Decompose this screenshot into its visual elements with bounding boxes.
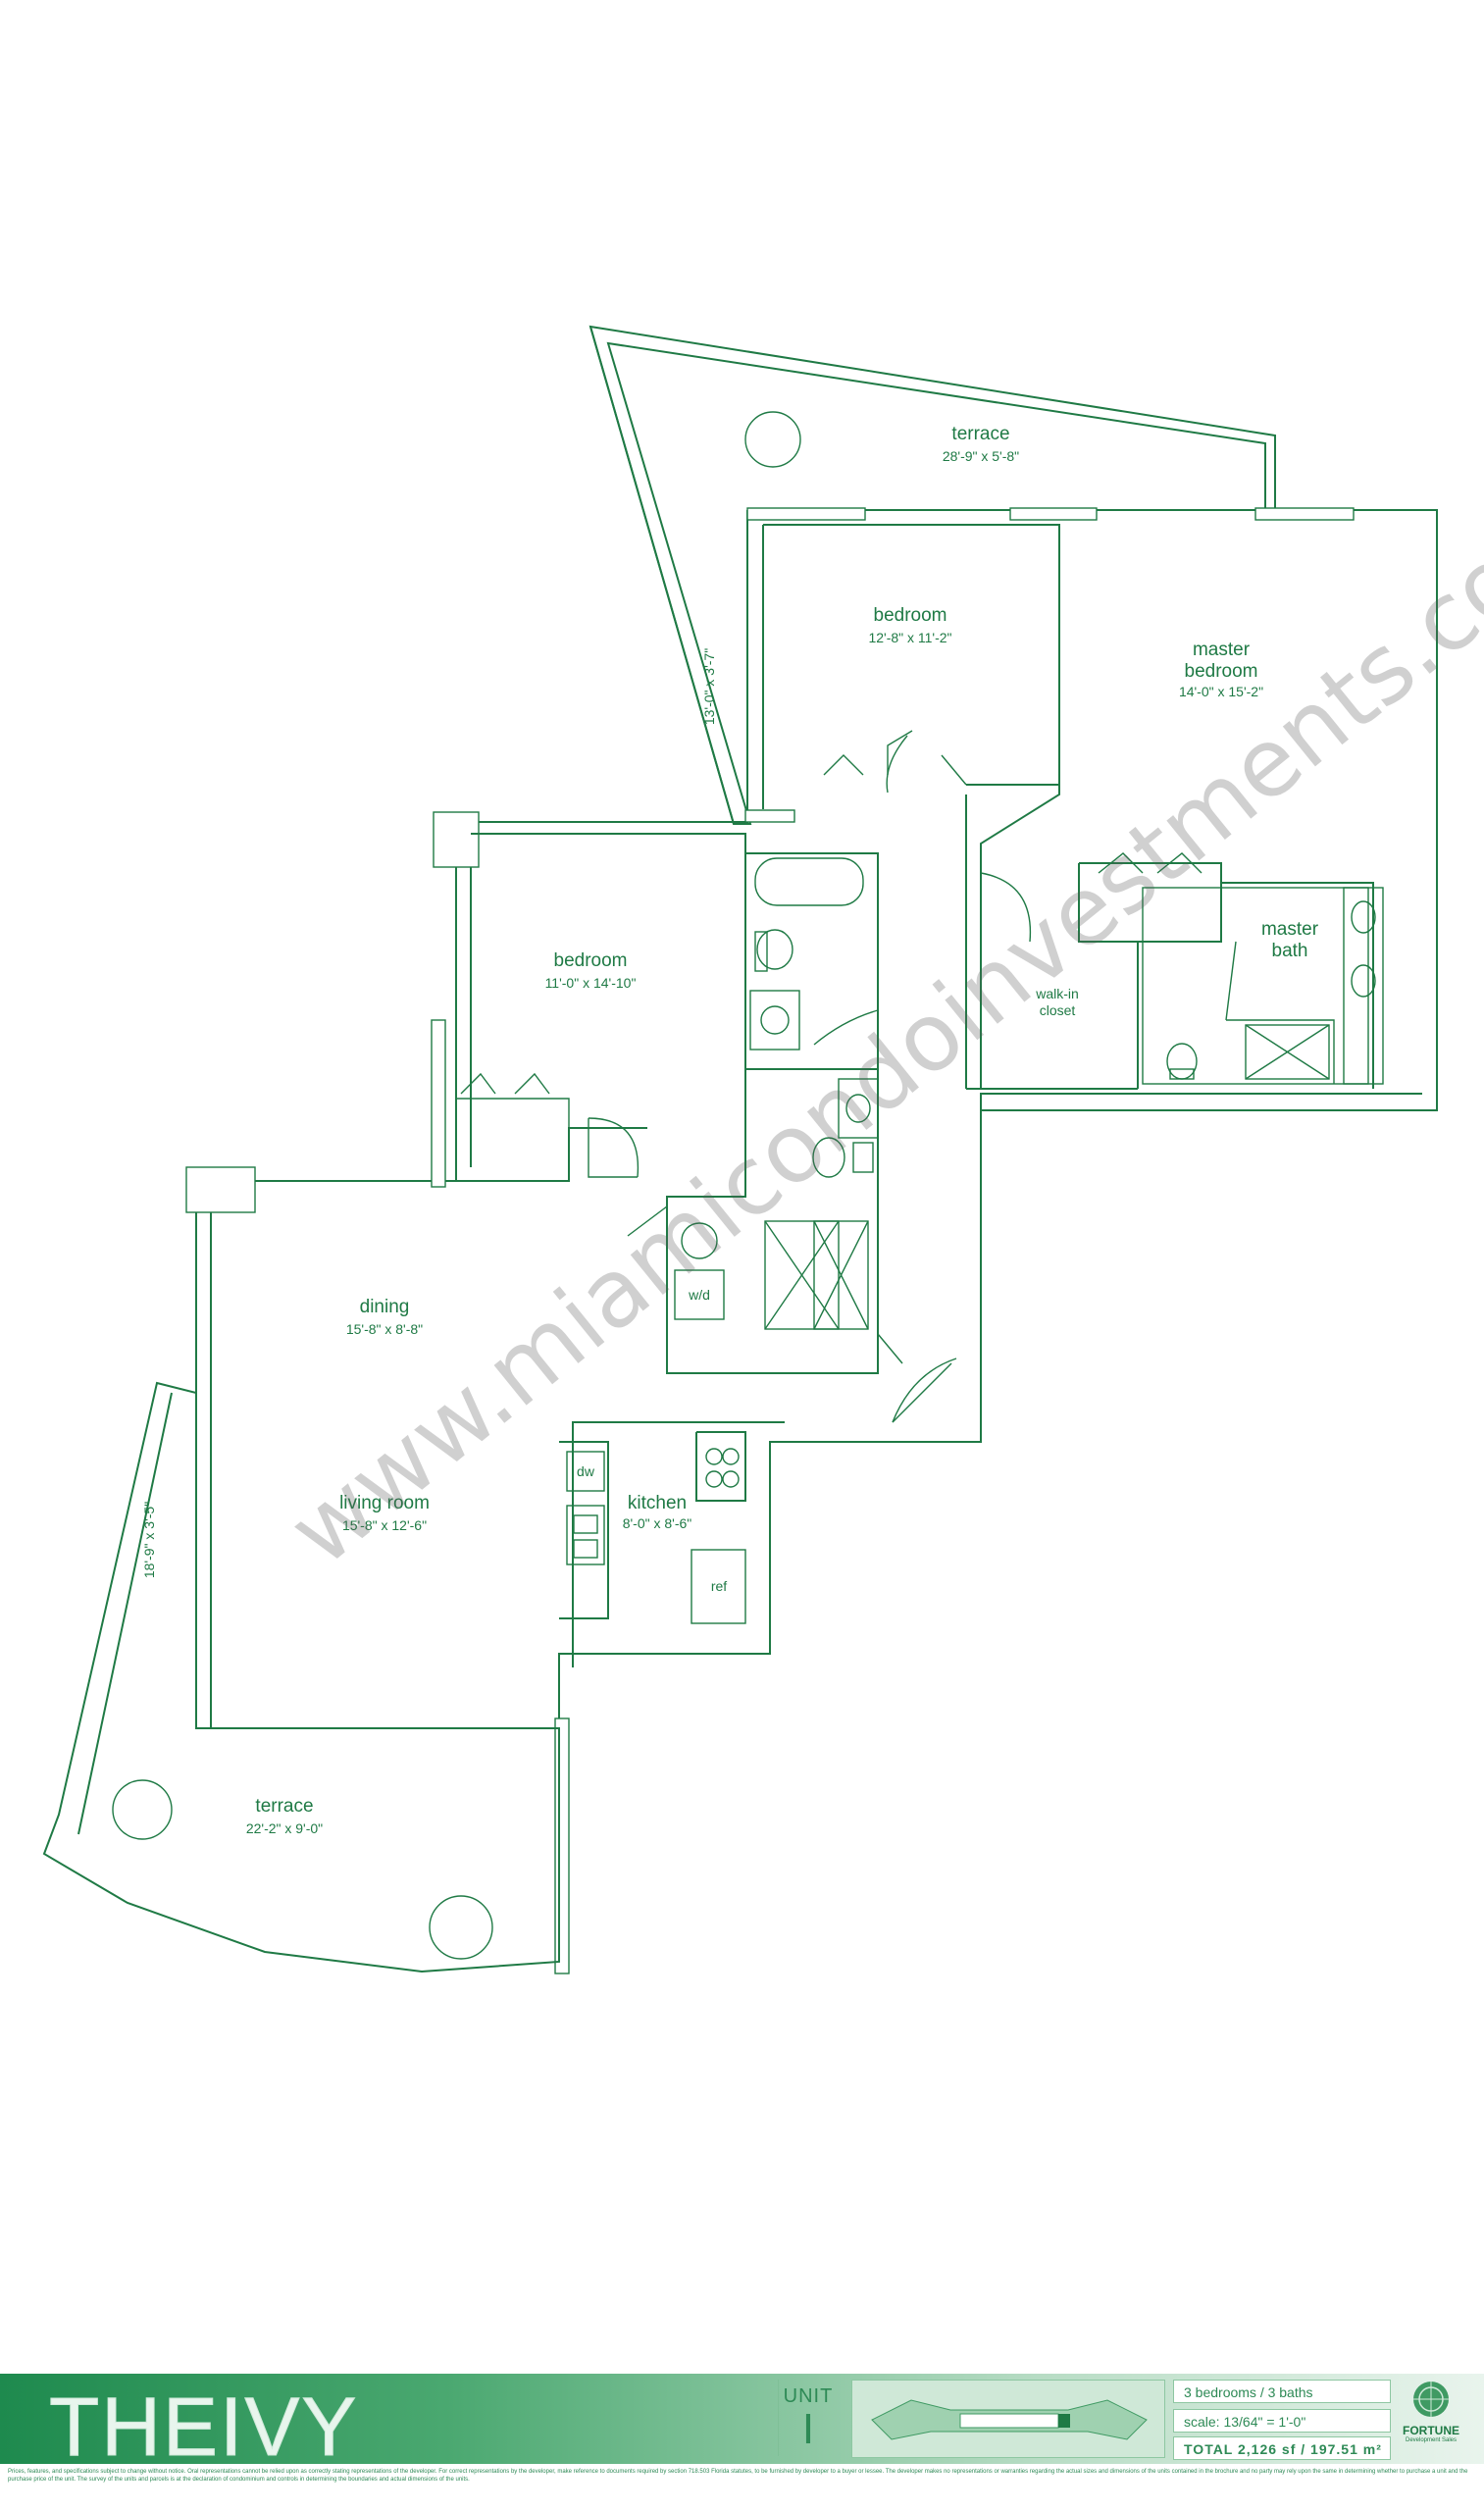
brand-title: THEIVY: [48, 2381, 359, 2474]
dining-dims: 15'-8" x 8'-8": [346, 1321, 423, 1337]
living-dims: 15'-8" x 12'-6": [342, 1517, 427, 1533]
master-bedroom-walls: [980, 535, 1374, 1089]
bedroom-top-name: bedroom: [874, 605, 947, 626]
unit-label: UNIT: [783, 2385, 834, 2407]
kitchen-dims: 8'-0" x 8'-6": [623, 1515, 692, 1531]
bedroom-left: [456, 833, 746, 1182]
terrace-top: [588, 325, 1276, 825]
key-plan: [851, 2380, 1165, 2458]
terrace-side-dims: 13'-0" x 3'-7": [701, 648, 717, 725]
terrace-bottom-name: terrace: [255, 1796, 313, 1817]
living-name: living room: [339, 1493, 430, 1513]
unit-box: UNIT I: [778, 2380, 838, 2456]
central-baths: [627, 852, 903, 1374]
fortune-name: FORTUNE: [1403, 2424, 1459, 2437]
terrace-top-dims: 28'-9" x 5'-8": [943, 448, 1019, 464]
key-plan-drawing: [871, 2399, 1148, 2440]
refrigerator-label: ref: [711, 1578, 727, 1594]
window-walls: [431, 507, 1355, 1974]
globe-icon: [1413, 2382, 1449, 2417]
unit-number: I: [801, 2405, 815, 2453]
bedroom-left-dims: 11'-0" x 14'-10": [545, 975, 637, 991]
scale-info: scale: 13/64" = 1'-0": [1173, 2409, 1391, 2433]
master-bath-label-1: master: [1261, 919, 1319, 940]
total-area-info: TOTAL 2,126 sf / 197.51 m²: [1173, 2436, 1391, 2460]
dining-name: dining: [360, 1297, 410, 1317]
disclaimer-text: Prices, features, and specifications sub…: [8, 2469, 1468, 2483]
floor-plan: terrace 28'-9" x 5'-8" 13'-0" x 3'-7" be…: [42, 325, 1484, 1974]
washer-dryer-label: w/d: [688, 1287, 710, 1303]
terrace-bottom: [42, 1381, 560, 1973]
bedroom-top-dims: 12'-8" x 11'-2": [868, 630, 951, 645]
dishwasher-label: dw: [577, 1463, 595, 1479]
walk-in-closet: [965, 794, 1138, 1090]
master-bedroom-name-1: master: [1193, 640, 1251, 660]
walk-in-label-2: closet: [1040, 1002, 1076, 1018]
unit-outline: [185, 509, 1438, 1729]
bedroom-top-walls: [763, 524, 1060, 794]
walk-in-label-1: walk-in: [1035, 986, 1079, 1001]
kitchen: [559, 1431, 746, 1624]
entry-door: [892, 1358, 957, 1423]
fortune-logo: FORTUNE Development Sales: [1401, 2380, 1461, 2456]
terrace-top-name: terrace: [951, 424, 1009, 444]
master-bedroom-name-2: bedroom: [1185, 661, 1258, 682]
fortune-subtitle: Development Sales: [1405, 2437, 1458, 2443]
master-bath-label-2: bath: [1272, 941, 1308, 961]
bedrooms-baths-info: 3 bedrooms / 3 baths: [1173, 2380, 1391, 2403]
terrace-bottom-dims: 22'-2" x 9'-0": [246, 1820, 323, 1836]
master-bedroom-dims: 14'-0" x 15'-2": [1179, 684, 1263, 699]
kitchen-name: kitchen: [628, 1493, 687, 1513]
terrace-bottom-side-dims: 18'-9" x 3'-5": [141, 1502, 157, 1578]
master-bath: [1142, 887, 1384, 1085]
bedroom-left-name: bedroom: [554, 950, 628, 971]
